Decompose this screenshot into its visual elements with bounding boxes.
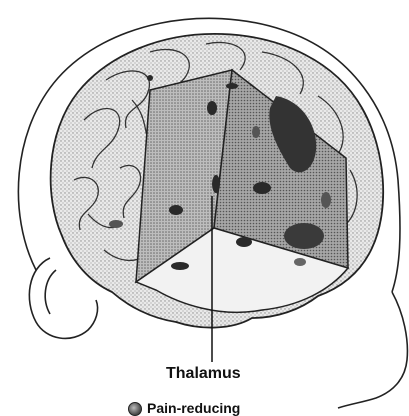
thalamus-label: Thalamus bbox=[166, 365, 241, 383]
legend-label: Pain-reducing bbox=[147, 400, 240, 416]
stippled-dot-icon bbox=[128, 402, 142, 416]
